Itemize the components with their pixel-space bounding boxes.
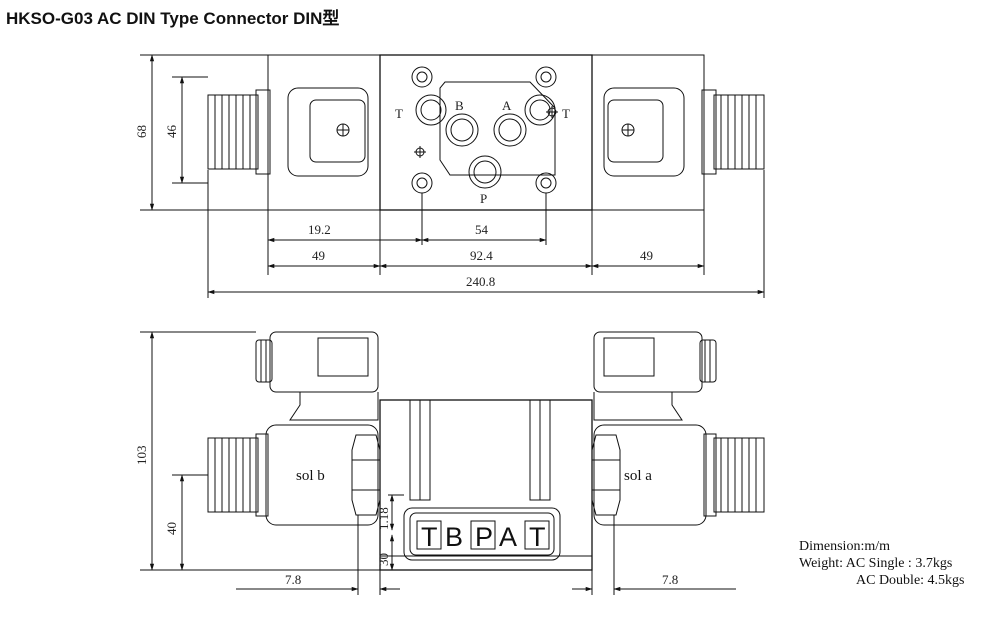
nameplate-letter-4: A <box>499 522 517 552</box>
spec-block: Dimension:m/m Weight: AC Single : 3.7kgs… <box>799 538 965 589</box>
right-coil-housing <box>591 54 765 211</box>
port-label-t-left: T <box>395 106 403 121</box>
dim-240-8: 240.8 <box>466 274 495 289</box>
nameplate-letter-5: T <box>529 522 546 552</box>
dim-7-8-right: 7.8 <box>662 572 678 587</box>
dim-49-right: 49 <box>640 248 653 263</box>
weight-double: AC Double: 4.5kgs <box>856 573 965 588</box>
right-din-connector <box>593 331 717 421</box>
front-view: sol b sol a T B P A T 103 <box>134 331 765 595</box>
dim-46: 46 <box>164 125 179 139</box>
top-view: T B A T P 68 46 19.2 54 49 92.4 49 24 <box>134 54 765 298</box>
left-solenoid <box>207 424 381 526</box>
port-label-t-right: T <box>562 106 570 121</box>
dim-19-2: 19.2 <box>308 222 331 237</box>
port-label-a: A <box>502 98 512 113</box>
diagram-title: HKSO-G03 AC DIN Type Connector DIN型 <box>6 9 340 28</box>
nameplate-letter-3: P <box>475 522 493 552</box>
dim-1-18: 1.18 <box>376 507 391 530</box>
dim-68: 68 <box>134 125 149 138</box>
right-solenoid <box>591 424 765 526</box>
sol-a-label: sol a <box>624 468 652 484</box>
valve-body-top <box>379 54 593 211</box>
dim-7-8-left: 7.8 <box>285 572 301 587</box>
sol-b-label: sol b <box>296 468 325 484</box>
left-coil-housing <box>207 54 381 211</box>
port-label-b: B <box>455 98 464 113</box>
dim-49-left: 49 <box>312 248 325 263</box>
weight-single: Weight: AC Single : 3.7kgs <box>799 556 953 571</box>
dim-30: 30 <box>376 553 391 566</box>
nameplate-letter-2: B <box>445 522 463 552</box>
dim-54: 54 <box>475 222 489 237</box>
dim-92-4: 92.4 <box>470 248 493 263</box>
port-label-p: P <box>480 191 487 206</box>
dimension-unit: Dimension:m/m <box>799 539 890 554</box>
nameplate: T B P A T <box>416 520 550 552</box>
dim-103: 103 <box>134 446 149 466</box>
valve-body-front <box>379 399 593 571</box>
dim-40: 40 <box>164 522 179 535</box>
nameplate-letter-1: T <box>421 522 438 552</box>
left-din-connector <box>255 331 379 421</box>
